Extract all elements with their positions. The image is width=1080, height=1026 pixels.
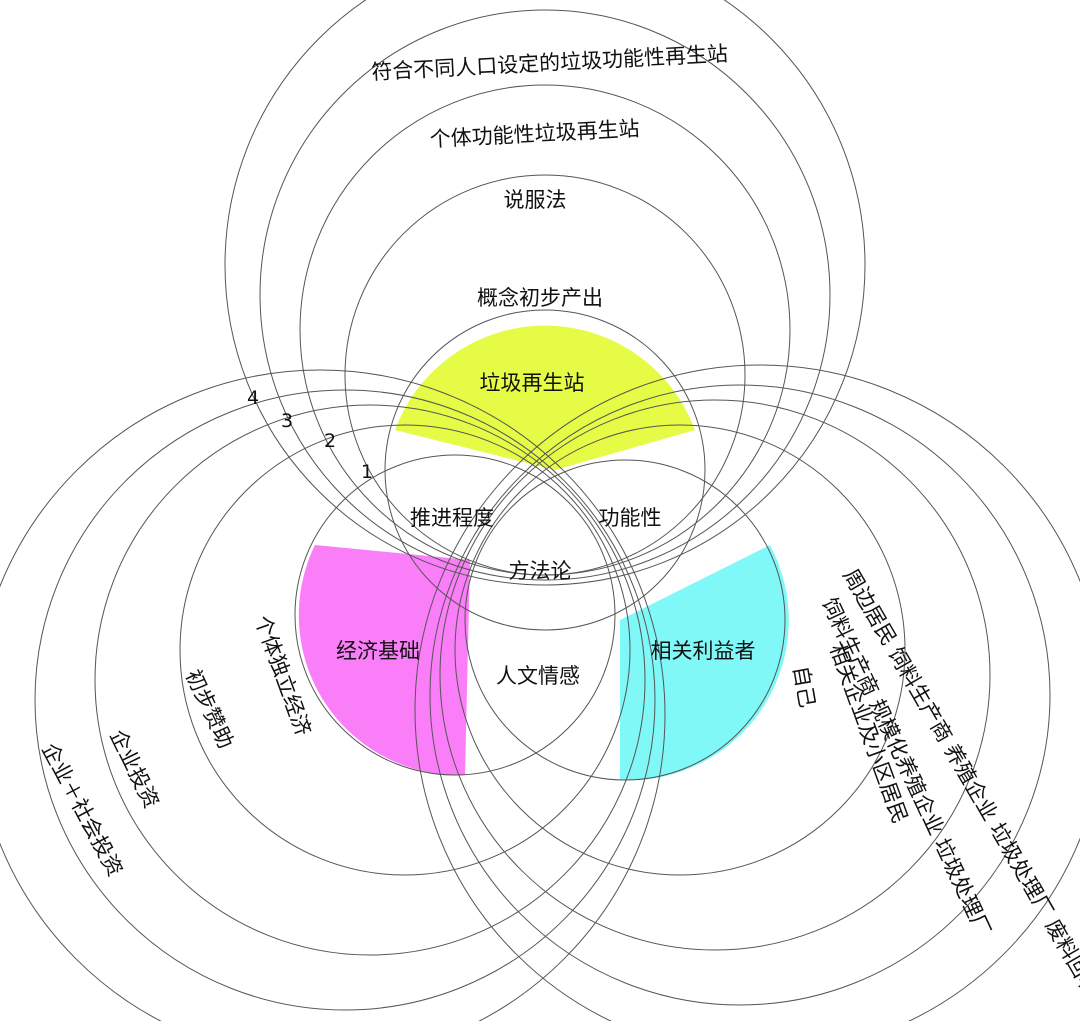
left-ring-2 xyxy=(179,424,631,876)
top-ring-label-1: 概念初步产出 xyxy=(477,286,603,310)
top-ring-label-3: 个体功能性垃圾再生站 xyxy=(429,117,640,152)
left-lobe xyxy=(298,545,470,776)
top-ring-1 xyxy=(384,309,706,631)
top-ring-4 xyxy=(259,9,831,581)
left-ring-4 xyxy=(34,389,656,1011)
right-ring-5 xyxy=(414,364,1080,1026)
left-rings xyxy=(0,369,666,1026)
right-ring-4 xyxy=(429,384,1051,1006)
left-ring-3 xyxy=(94,404,646,956)
label-left-lobe: 经济基础 xyxy=(336,639,420,663)
top-ring-3 xyxy=(299,84,791,576)
right-lobe xyxy=(620,545,789,781)
label-upper-right: 功能性 xyxy=(599,506,662,530)
ring-number-4: 4 xyxy=(247,387,259,409)
right-ring-2 xyxy=(454,424,906,876)
left-ring-1 xyxy=(294,454,616,776)
label-upper-left: 推进程度 xyxy=(410,506,494,530)
label-right-lobe: 相关利益者 xyxy=(651,639,756,663)
right-rings xyxy=(414,364,1080,1026)
left-ring-label-3: 企业投资 xyxy=(105,726,163,812)
top-lobe xyxy=(395,325,695,470)
label-bottom: 人文情感 xyxy=(496,664,580,688)
label-core: 方法论 xyxy=(509,559,572,583)
label-top-lobe: 垃圾再生站 xyxy=(480,371,585,395)
right-ring-label-1: 自己 xyxy=(788,664,819,710)
ring-number-1: 1 xyxy=(361,461,373,483)
left-ring-label-2: 初步赞助 xyxy=(181,666,238,752)
top-ring-label-4: 符合不同人口设定的垃圾功能性再生站 xyxy=(371,42,729,85)
left-ring-label-4: 企业＋社会投资 xyxy=(37,739,127,880)
right-ring-3 xyxy=(439,399,991,951)
right-ring-1 xyxy=(464,459,786,781)
top-ring-5 xyxy=(224,0,866,586)
top-rings xyxy=(224,0,866,631)
top-ring-label-2: 说服法 xyxy=(504,188,567,212)
left-ring-5 xyxy=(0,369,666,1026)
ring-number-3: 3 xyxy=(281,410,293,432)
ring-number-2: 2 xyxy=(324,430,336,452)
